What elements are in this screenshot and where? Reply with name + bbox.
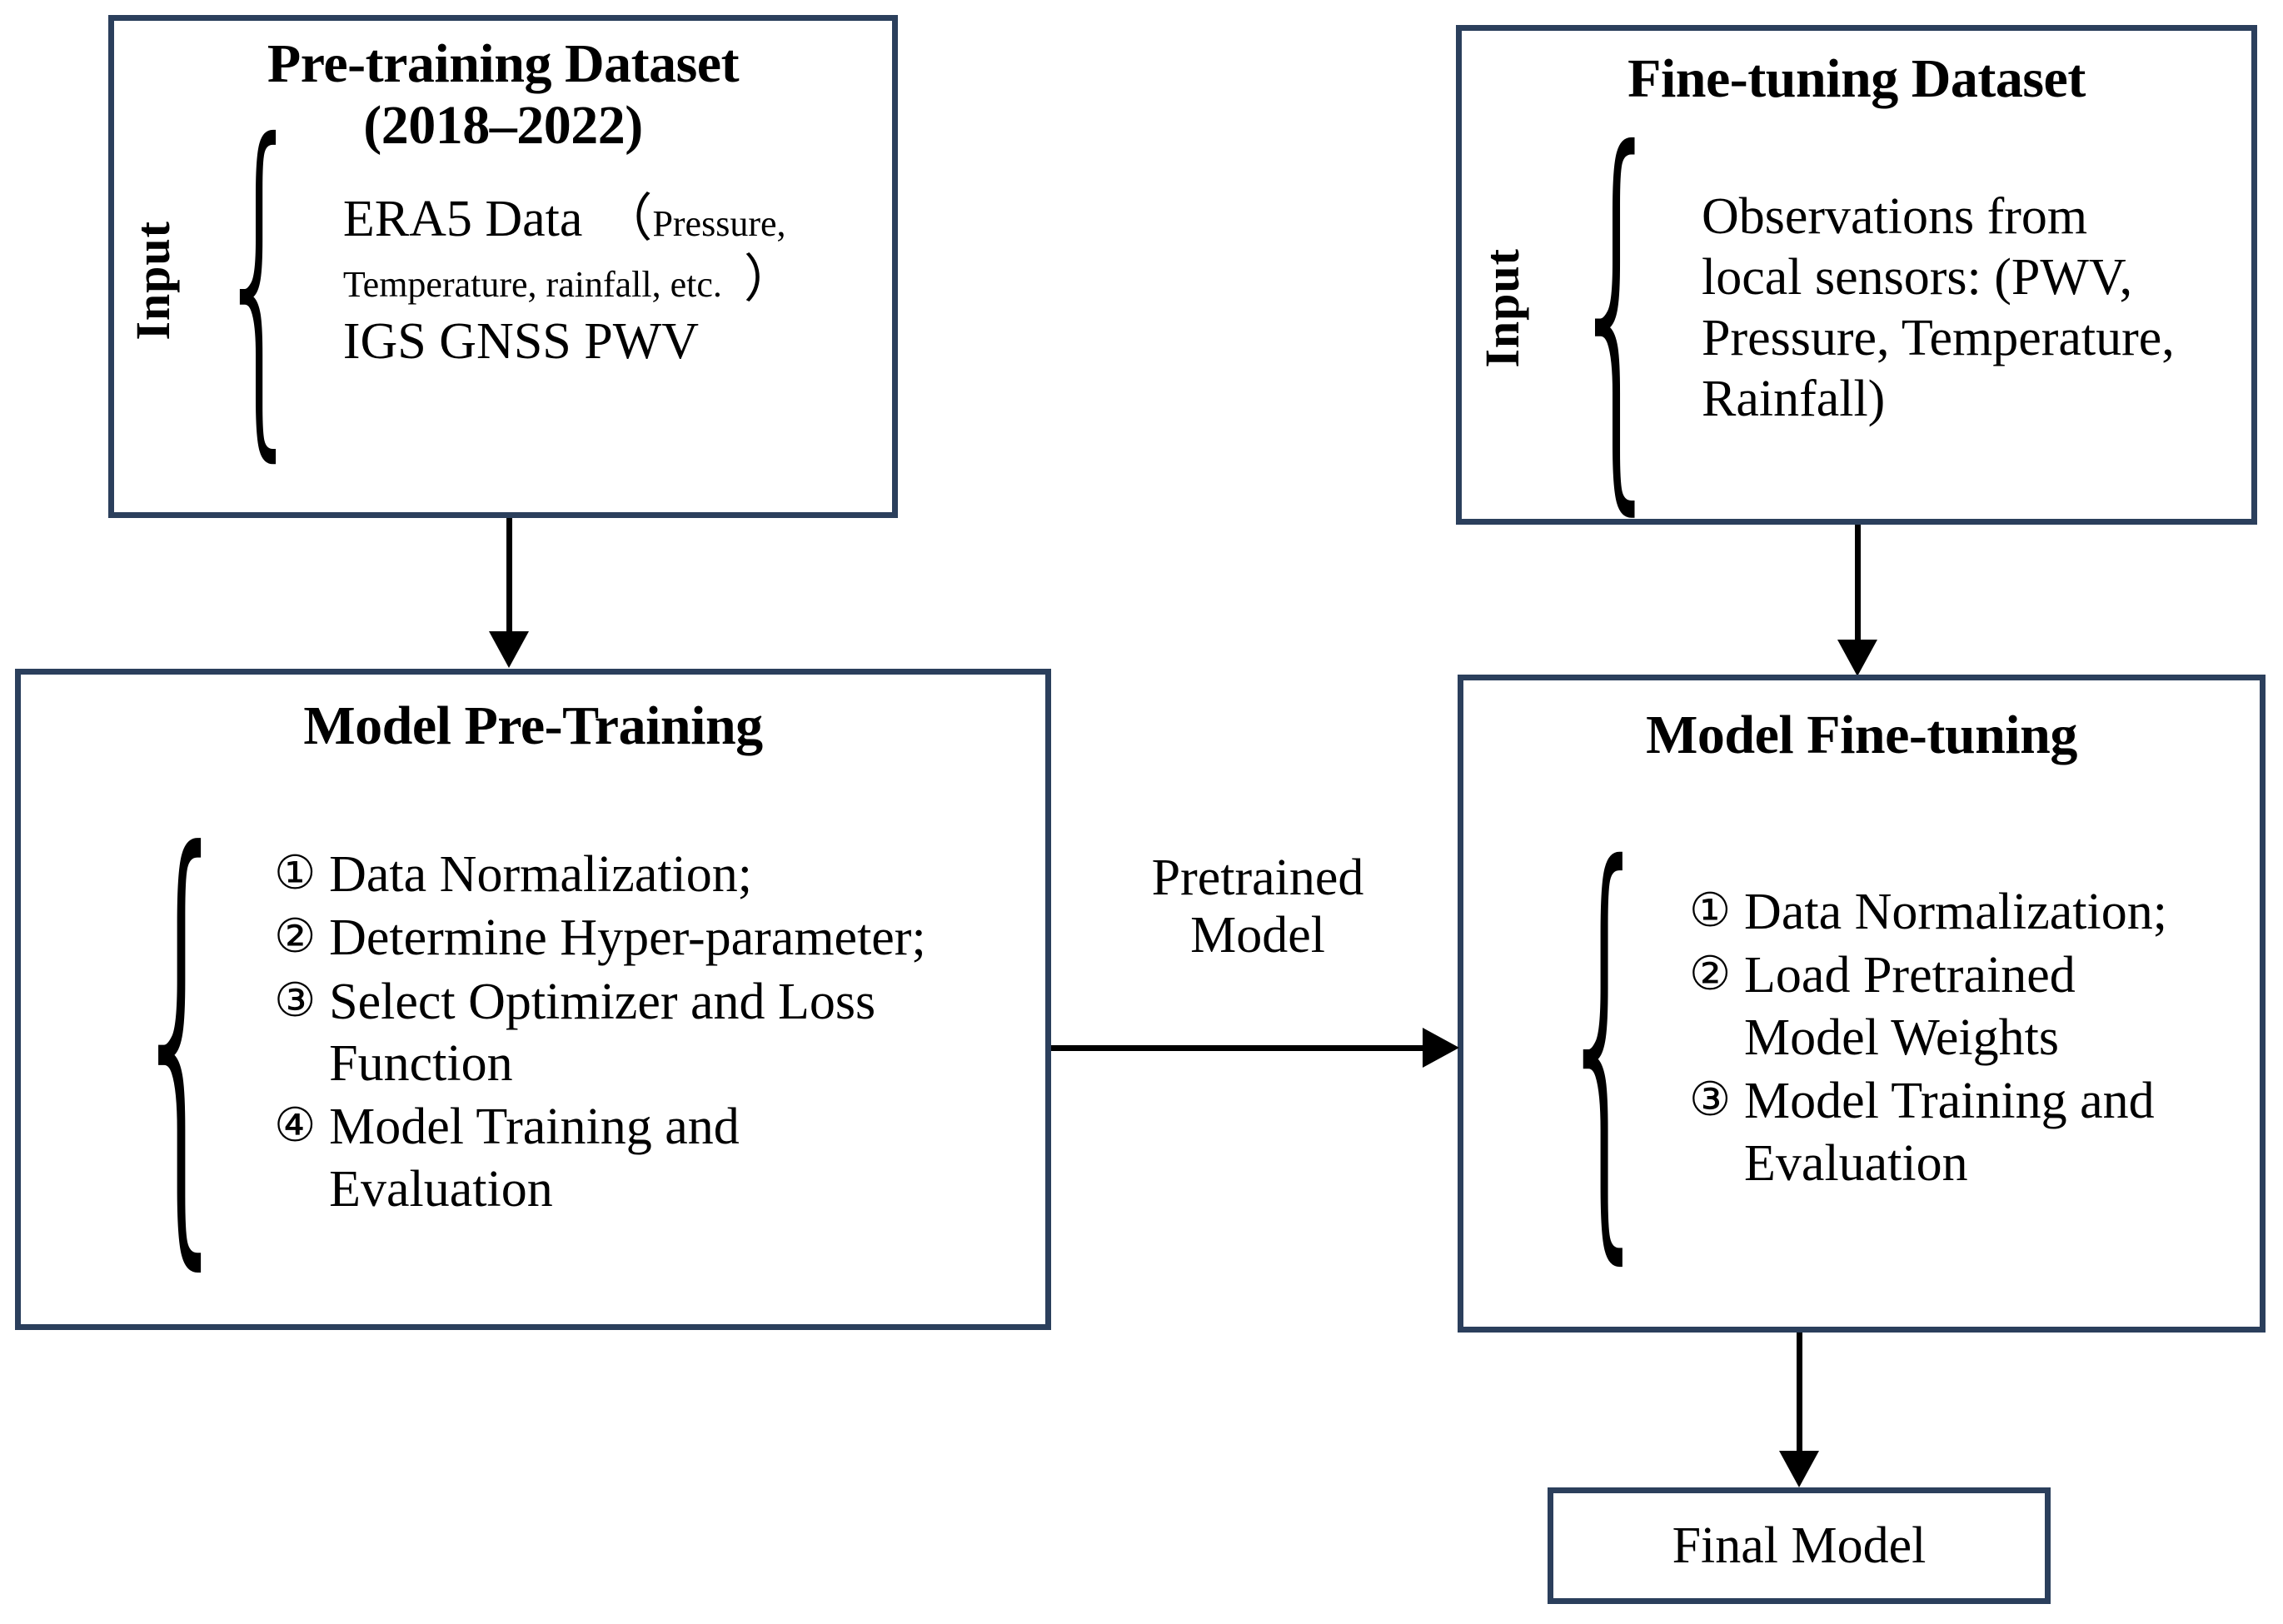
model-pretraining-step-3: ③ Select Optimizer and Loss Function xyxy=(274,971,1029,1095)
igs-gnss-pwv-label: IGS GNSS PWV xyxy=(342,312,700,370)
model-finetuning-step-1: ① Data Normalization; xyxy=(1689,881,2260,943)
finetuning-dataset-brace: { xyxy=(1569,68,1666,548)
model-pretraining-brace: { xyxy=(131,758,235,1308)
finetuning-dataset-input-group: Input { Observations from local sensors:… xyxy=(1475,102,2175,515)
arrow-pretraining-dataset-to-model-line xyxy=(506,518,512,633)
model-finetuning-brace: { xyxy=(1558,776,1653,1300)
arrow-pretraining-to-finetuning-line xyxy=(1051,1045,1426,1051)
ft-step-marker-3: ③ xyxy=(1689,1073,1732,1128)
pretraining-dataset-title-line2: (2018–2022) xyxy=(363,95,643,156)
finetuning-dataset-box: Fine-tuning Dataset Input { Observations… xyxy=(1456,25,2257,525)
pretraining-dataset-title-line1: Pre-training Dataset xyxy=(267,33,740,94)
ft-step-text-2: Load Pretrained Model Weights xyxy=(1744,947,2076,1066)
step-marker-4: ④ xyxy=(274,1098,317,1153)
ft-step-marker-1: ① xyxy=(1689,884,1732,939)
pretraining-dataset-items: ERA5 Data （Pressure, Temperature, rainfal… xyxy=(343,189,795,371)
step-marker-3: ③ xyxy=(274,973,317,1028)
model-pretraining-steps-group: { ① Data Normalization; ② Determine Hype… xyxy=(79,797,1029,1268)
model-pretraining-step-2: ② Determine Hyper-parameter; xyxy=(274,907,1029,969)
finetuning-dataset-line-3: Pressure, Temperature, xyxy=(1701,310,2175,366)
era5-paren-open: （ xyxy=(601,191,653,248)
pretrained-model-edge-label-line1: Pretrained xyxy=(1151,849,1364,906)
model-finetuning-box: Model Fine-tuning { ① Data Normalization… xyxy=(1458,675,2266,1333)
model-pretraining-title: Model Pre-Training xyxy=(303,695,763,756)
ft-step-text-1: Data Normalization; xyxy=(1744,884,2167,941)
step-text-1: Data Normalization; xyxy=(329,845,753,903)
step-text-2: Determine Hyper-parameter; xyxy=(329,909,926,967)
model-finetuning-step-2: ② Load Pretrained Model Weights xyxy=(1689,944,2260,1069)
model-pretraining-step-1: ① Data Normalization; xyxy=(274,844,1029,905)
finetuning-dataset-lines: Observations from local sensors: (PWV, P… xyxy=(1702,187,2175,431)
ft-step-marker-2: ② xyxy=(1689,947,1732,1002)
pretraining-dataset-input-label: Input xyxy=(126,221,180,341)
final-model-label: Final Model xyxy=(1672,1517,1927,1574)
pretrained-model-edge-label-line2: Model xyxy=(1190,907,1325,964)
finetuning-dataset-input-label: Input xyxy=(1475,248,1529,368)
model-pretraining-box: Model Pre-Training { ① Data Normalizatio… xyxy=(15,669,1051,1330)
step-text-4: Model Training and Evaluation xyxy=(329,1098,740,1218)
era5-data-label: ERA5 Data xyxy=(342,191,583,248)
pretraining-dataset-brace: { xyxy=(216,69,304,491)
era5-paren-close: ） xyxy=(743,252,795,309)
model-finetuning-step-3: ③ Model Training and Evaluation xyxy=(1689,1070,2260,1194)
model-pretraining-step-list: ① Data Normalization; ② Determine Hyper-… xyxy=(274,844,1029,1222)
finetuning-dataset-title: Fine-tuning Dataset xyxy=(1628,48,2086,109)
model-finetuning-steps-group: { ① Data Normalization; ② Load Pretraine… xyxy=(1510,813,2260,1263)
era5-paren-text-2: Temperature, rainfall, etc. xyxy=(342,264,722,306)
pretraining-dataset-input-group: Input { ERA5 Data（Pressure, Temperature,… xyxy=(126,99,795,461)
arrow-pretraining-dataset-to-model-head xyxy=(489,631,529,668)
era5-paren-text-1: Pressure, xyxy=(652,203,786,245)
model-finetuning-title: Model Fine-tuning xyxy=(1646,705,2077,765)
step-marker-1: ① xyxy=(274,845,317,900)
pretrained-model-edge-label: Pretrained Model xyxy=(1083,849,1433,965)
arrow-finetuning-dataset-to-model-head xyxy=(1837,640,1877,676)
arrow-finetuning-to-final-line xyxy=(1797,1333,1802,1456)
model-pretraining-step-4: ④ Model Training and Evaluation xyxy=(274,1096,1029,1220)
finetuning-dataset-line-1: Observations from xyxy=(1701,187,2088,245)
step-text-3: Select Optimizer and Loss Function xyxy=(329,973,876,1092)
ft-step-text-3: Model Training and Evaluation xyxy=(1744,1073,2155,1192)
finetuning-dataset-line-4: Rainfall) xyxy=(1701,371,1886,428)
final-model-box: Final Model xyxy=(1548,1487,2051,1604)
arrow-pretraining-to-finetuning-head xyxy=(1423,1028,1459,1068)
pretraining-dataset-box: Pre-training Dataset (2018–2022) Input {… xyxy=(108,15,898,518)
model-finetuning-step-list: ① Data Normalization; ② Load Pretrained … xyxy=(1689,881,2260,1196)
arrow-finetuning-dataset-to-model-line xyxy=(1855,525,1861,641)
arrow-finetuning-to-final-head xyxy=(1779,1451,1819,1487)
finetuning-dataset-line-2: local sensors: (PWV, xyxy=(1701,248,2133,306)
step-marker-2: ② xyxy=(274,909,317,964)
